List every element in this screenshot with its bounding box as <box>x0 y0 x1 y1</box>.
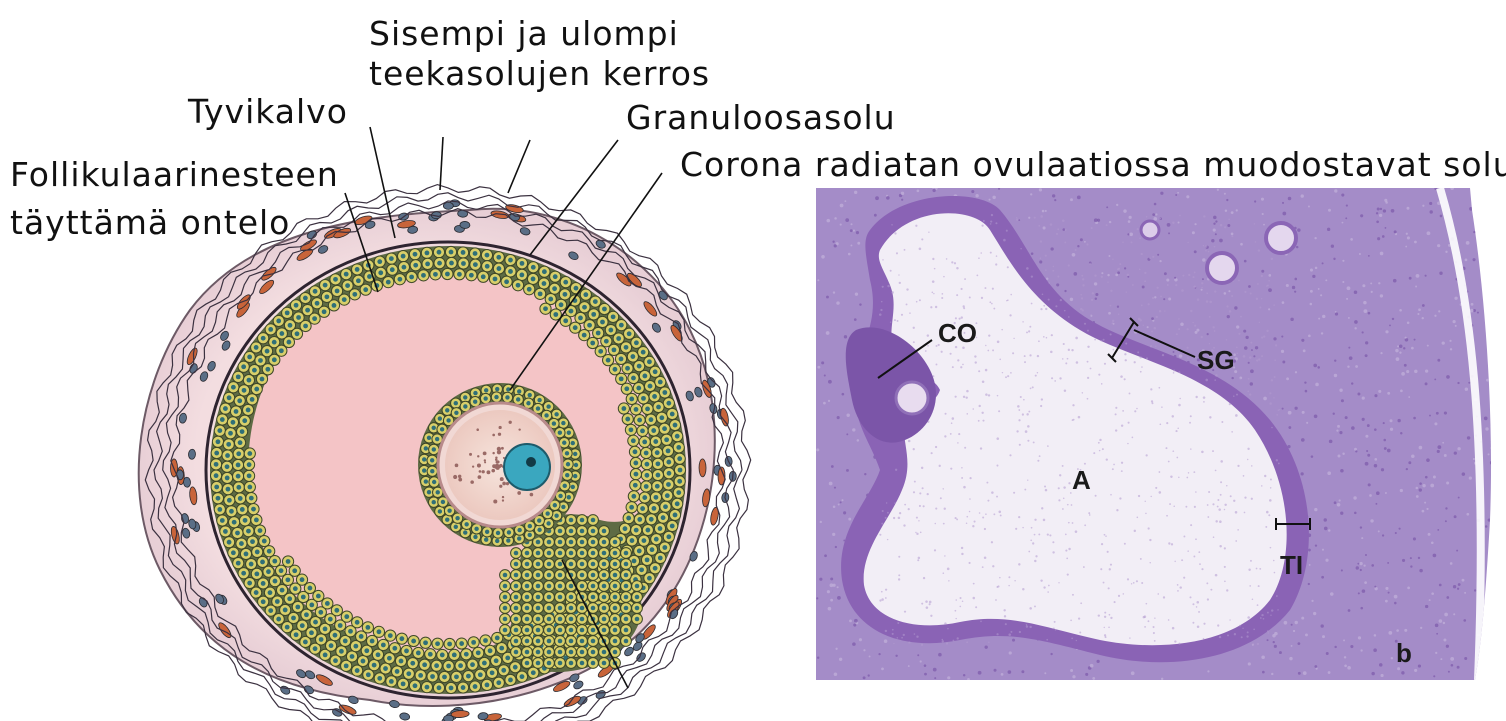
secondary-follicle-1 <box>1266 223 1296 253</box>
label-theca-line2: teekasolujen kerros <box>369 55 710 93</box>
secondary-follicle-2 <box>1207 253 1237 283</box>
label-granulosa: Granuloosasolu <box>626 99 896 137</box>
label-corona: Corona radiatan ovulaatiossa muodostavat… <box>680 146 1506 184</box>
secondary-follicle-3 <box>1141 221 1159 239</box>
label-theca-line1: Sisempi ja ulompi <box>369 15 679 53</box>
micro-label-a: A <box>1072 465 1091 495</box>
micro-label-sg: SG <box>1197 345 1235 375</box>
label-basal-membrane: Tyvikalvo <box>188 93 348 131</box>
oocyte-in-section <box>896 382 928 414</box>
micro-label-co: CO <box>938 318 977 348</box>
label-antrum-line2: täyttämä ontelo <box>10 204 290 242</box>
label-antrum-line1: Follikulaarinesteen <box>10 156 339 194</box>
micro-label-ti: TI <box>1280 550 1303 580</box>
micro-panel-label: b <box>1396 638 1412 668</box>
